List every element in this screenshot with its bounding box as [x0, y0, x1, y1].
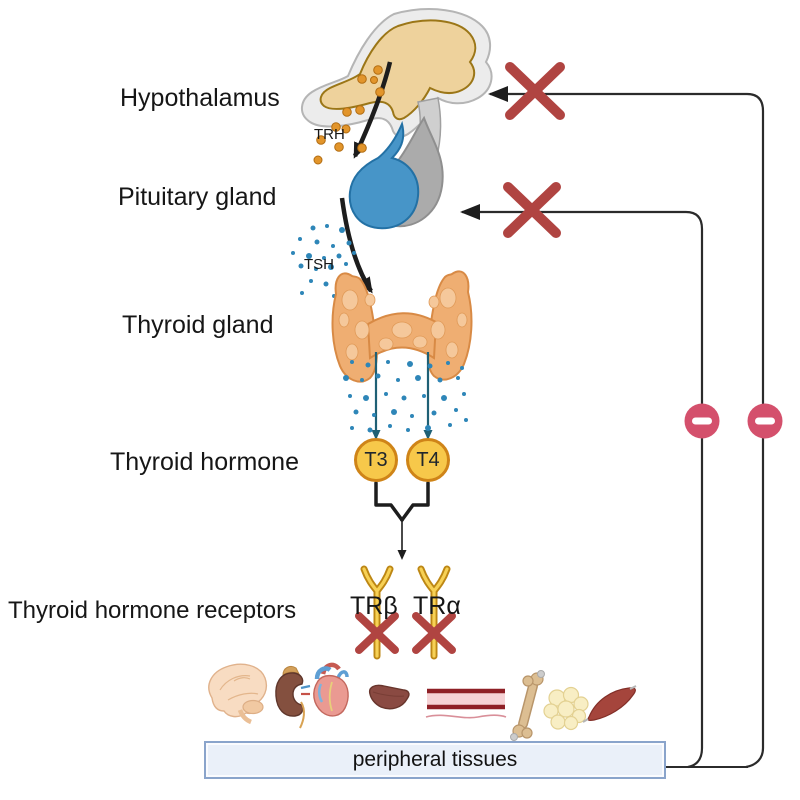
thyroid-gland-label: Thyroid gland: [122, 311, 274, 339]
pituitary-illustration: [348, 115, 444, 230]
heart-icon: [313, 662, 349, 717]
minus-icon: [747, 403, 783, 439]
blood-vessel-icon: [425, 688, 507, 719]
cross-icon: [355, 612, 399, 654]
feedback-arrow-to-hypothalamus: [488, 86, 765, 769]
peripheral-tissues-box: peripheral tissues: [204, 741, 666, 779]
receptor-beta-icon: [360, 565, 394, 660]
tsh-arrow: [339, 197, 373, 294]
bone-icon: [510, 670, 545, 741]
trh-label: TRH: [314, 126, 345, 143]
thyroid-hormone-label: Thyroid hormone: [110, 448, 299, 476]
t4-badge: T4: [406, 438, 450, 482]
thyroid-hormone-receptors-label: Thyroid hormone receptors: [8, 597, 297, 624]
pituitary-anterior-lobe: [348, 120, 420, 230]
feedback-arrow-to-pituitary: [460, 204, 704, 769]
adipose-tissue-icon: [543, 686, 589, 731]
brain-icon: [208, 663, 268, 725]
thyroid-illustration: [331, 270, 473, 383]
t3-badge: T3: [354, 438, 398, 482]
liver-icon: [368, 684, 410, 710]
kidney-icon: [275, 665, 311, 729]
feedback-loop-lines: [460, 86, 765, 769]
muscle-icon: [582, 685, 637, 723]
cross-icon: [503, 182, 561, 238]
trh-secretion-dots: [313, 65, 385, 165]
minus-icon: [684, 403, 720, 439]
thyroid-secretion-dots: [343, 360, 468, 433]
hypothalamus-label: Hypothalamus: [120, 84, 280, 112]
receptor-alpha-icon: [417, 565, 451, 660]
cross-icon: [505, 62, 565, 120]
peripheral-tissues-label: peripheral tissues: [352, 748, 518, 771]
receptor-beta-label: TRβ: [350, 592, 398, 620]
pituitary-gland-label: Pituitary gland: [118, 183, 277, 211]
receptor-alpha-label: TRα: [413, 592, 461, 620]
t4-label: T4: [416, 448, 440, 471]
tsh-label: TSH: [304, 256, 334, 273]
hormone-merge-bracket: [374, 481, 430, 522]
cross-icon: [412, 612, 456, 654]
t3-label: T3: [364, 448, 388, 471]
